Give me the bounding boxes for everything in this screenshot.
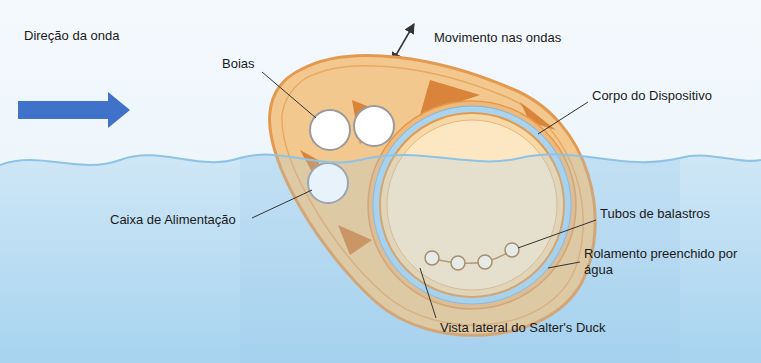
bearing-label: Rolamento preenchido por água [584,246,756,278]
caption-label: Vista lateral do Salter's Duck [440,320,606,336]
body-label: Corpo do Dispositivo [592,88,712,104]
buoy-label: Boias [222,56,255,72]
power-box-label: Caixa de Alimentação [110,212,236,228]
ballast-label: Tubos de balastros [600,206,710,222]
motion-label: Movimento nas ondas [434,30,561,46]
sea [0,154,761,363]
water-surface [0,154,761,165]
wave-direction-arrow [18,92,130,128]
wave-direction-label: Direção da onda [24,28,119,44]
leader-lines [252,72,596,318]
